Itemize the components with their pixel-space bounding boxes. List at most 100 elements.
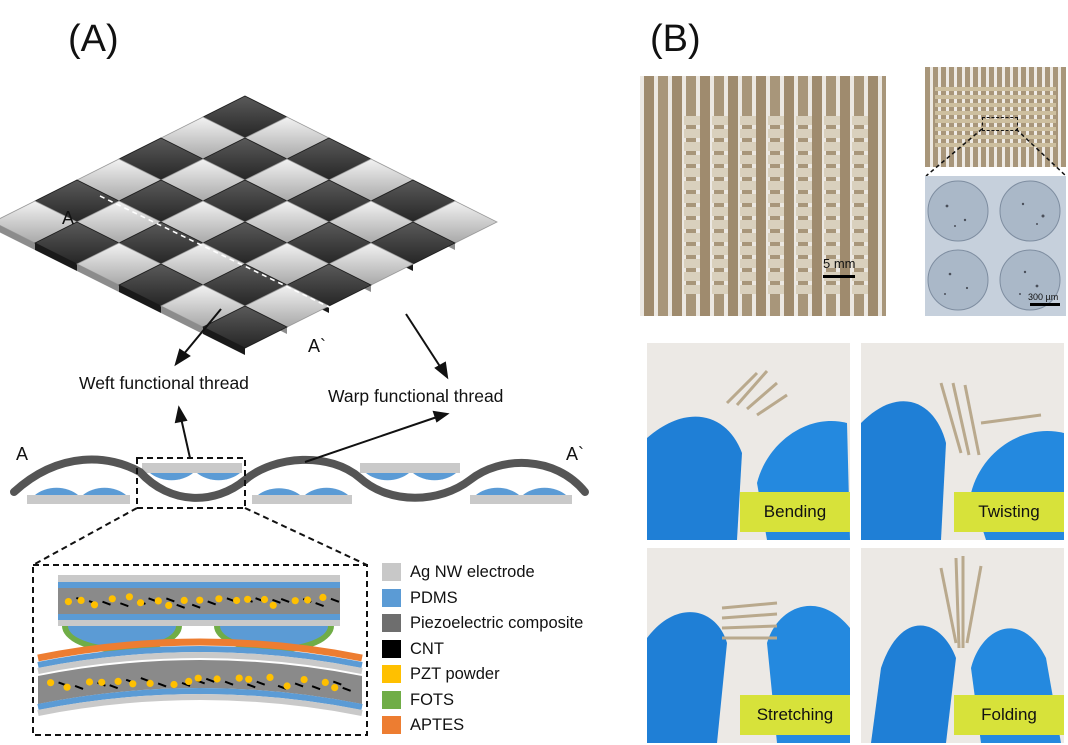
fabric-weft [796, 181, 812, 190]
fabric-weft [796, 207, 812, 216]
legend-item: Ag NW electrode [382, 562, 535, 582]
fabric-weft [712, 155, 728, 164]
pzt-particle [77, 596, 85, 605]
pzt-particle [136, 599, 145, 607]
fabric-weft [824, 142, 840, 151]
legend-label: PDMS [410, 588, 458, 607]
label-a-section: A [16, 444, 29, 464]
fabric-weft [852, 116, 868, 125]
cnt-fiber [74, 684, 84, 690]
pzt-particle [291, 597, 299, 605]
pzt-particle [319, 593, 327, 602]
fabric-weft [684, 207, 700, 216]
fabric-weft [768, 259, 784, 268]
fabric-weft [824, 181, 840, 190]
microscope-dots [927, 180, 1061, 311]
fabric-weft [712, 259, 728, 268]
fabric-weft [852, 285, 868, 294]
fabric-weft [684, 155, 700, 164]
thumb-weft [935, 111, 1056, 115]
fabric-weft [824, 116, 840, 125]
thumb-warp [973, 67, 978, 167]
photo-bending: Bending [647, 343, 850, 540]
label-weft: Weft functional thread [79, 373, 249, 393]
fabric-weft [740, 168, 756, 177]
legend-label: APTES [410, 715, 465, 734]
pzt-particle [213, 675, 221, 683]
fabric-weft [824, 220, 840, 229]
thumb-weft [935, 143, 1056, 147]
zoom-marker [982, 117, 1018, 131]
fabric-weft [824, 233, 840, 242]
fabric-weft [852, 155, 868, 164]
weave-arrows [174, 308, 449, 380]
fabric-weft [740, 155, 756, 164]
fabric-weft [824, 129, 840, 138]
fabric-weft [768, 129, 784, 138]
fabric-weft [768, 194, 784, 203]
pzt-particle [64, 598, 72, 606]
fabric-warp [658, 76, 668, 316]
fabric-weft [740, 142, 756, 151]
pzt-particle [266, 673, 274, 682]
pzt-particle [215, 595, 223, 603]
pzt-particle [170, 680, 178, 689]
fabric-weft [684, 129, 700, 138]
fabric-warp [784, 76, 794, 316]
legend-label: Ag NW electrode [410, 562, 535, 581]
fabric-weft [768, 272, 784, 281]
fabric-weft [740, 181, 756, 190]
fabric-weft [768, 181, 784, 190]
thumb-weft [935, 127, 1056, 131]
fabric-weft [768, 168, 784, 177]
pzt-particle [331, 684, 339, 692]
legend-item: PZT powder [382, 664, 500, 684]
scale-bar-micro [1030, 303, 1060, 306]
pzt-particle [321, 678, 329, 687]
fabric-weft [824, 168, 840, 177]
legend-swatch [382, 716, 401, 734]
pzt-particle [194, 674, 202, 682]
fabric-weft [740, 220, 756, 229]
fabric-weft [768, 246, 784, 255]
cnt-fiber [224, 680, 234, 686]
label-a-prime-section: A` [566, 444, 584, 464]
fabric-weft [824, 285, 840, 294]
fabric-weft [768, 116, 784, 125]
microscope-photo: 300 µm [925, 176, 1066, 316]
cnt-fiber [280, 597, 290, 603]
legend-item: Piezoelectric composite [382, 613, 583, 633]
pzt-particle [185, 677, 193, 686]
fabric-weft [796, 233, 812, 242]
legend-item: PDMS [382, 588, 458, 608]
tag-folding: Folding [954, 695, 1064, 735]
pzt-particle [98, 678, 106, 686]
cnt-fiber [119, 602, 129, 608]
fabric-weft [740, 116, 756, 125]
pzt-particle [165, 601, 173, 610]
photo-stretching: Stretching [647, 548, 850, 743]
fabric-weft [796, 194, 812, 203]
thumb-weft [935, 103, 1056, 107]
thumb-warp [1045, 67, 1050, 167]
panel-label-a: (A) [68, 18, 119, 60]
fabric-weft [796, 116, 812, 125]
fabric-weft [684, 272, 700, 281]
fabric-weft [684, 246, 700, 255]
thumb-weft [935, 135, 1056, 139]
fabric-weft [796, 155, 812, 164]
thread-edge [119, 285, 161, 313]
cnt-fiber [246, 683, 256, 689]
pzt-particle [125, 593, 133, 601]
cnt-fiber [207, 600, 217, 606]
legend-label: FOTS [410, 690, 454, 709]
legend-swatch [382, 665, 401, 683]
fabric-thumbnail [925, 67, 1066, 167]
legend-swatch [382, 640, 401, 658]
fabric-weft [768, 233, 784, 242]
legend-label: Piezoelectric composite [410, 613, 584, 632]
cnt-fiber [140, 677, 150, 683]
fabric-weft [852, 246, 868, 255]
